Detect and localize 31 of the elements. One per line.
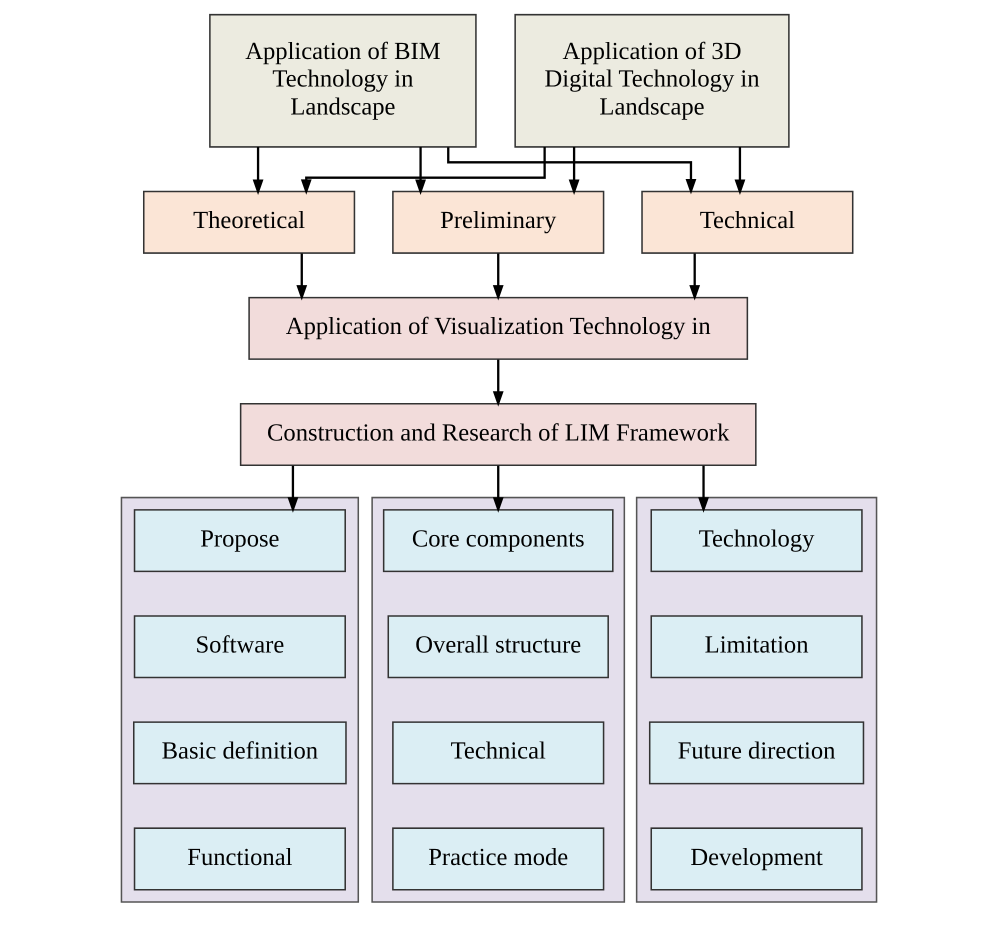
node-box: Technical bbox=[392, 721, 604, 784]
node-box: Software bbox=[133, 615, 346, 678]
arrow bbox=[568, 147, 579, 195]
arrow bbox=[688, 254, 700, 300]
node-box: Technical bbox=[640, 190, 853, 254]
arrow bbox=[296, 254, 307, 300]
node-box: Application of 3D Digital Technology in Landscape bbox=[514, 14, 790, 148]
node-box: Basic definition bbox=[132, 721, 346, 784]
node-box: Propose bbox=[133, 509, 346, 572]
arrow bbox=[492, 466, 504, 513]
node-box: Core components bbox=[382, 509, 614, 572]
node-box: Preliminary bbox=[392, 190, 604, 254]
node-box: Practice mode bbox=[392, 827, 604, 890]
node-box: Functional bbox=[133, 827, 346, 890]
arrow bbox=[698, 466, 708, 513]
arrow bbox=[414, 147, 426, 195]
arrow bbox=[252, 147, 263, 195]
arrow bbox=[300, 147, 546, 195]
arrow bbox=[492, 254, 504, 300]
node-box: Technology bbox=[650, 509, 862, 572]
node-box: Application of Visualization Technology in bbox=[248, 296, 748, 360]
arrow bbox=[734, 147, 745, 195]
arrow bbox=[287, 466, 298, 513]
node-box: Limitation bbox=[650, 615, 862, 678]
node-box: Future direction bbox=[648, 721, 864, 784]
arrow bbox=[492, 360, 504, 407]
node-box: Application of BIM Technology in Landscape bbox=[208, 14, 476, 148]
node-box: Construction and Research of LIM Framework bbox=[239, 402, 756, 466]
node-box: Overall structure bbox=[387, 615, 608, 678]
node-box: Development bbox=[650, 827, 862, 890]
node-box: Theoretical bbox=[142, 190, 355, 254]
